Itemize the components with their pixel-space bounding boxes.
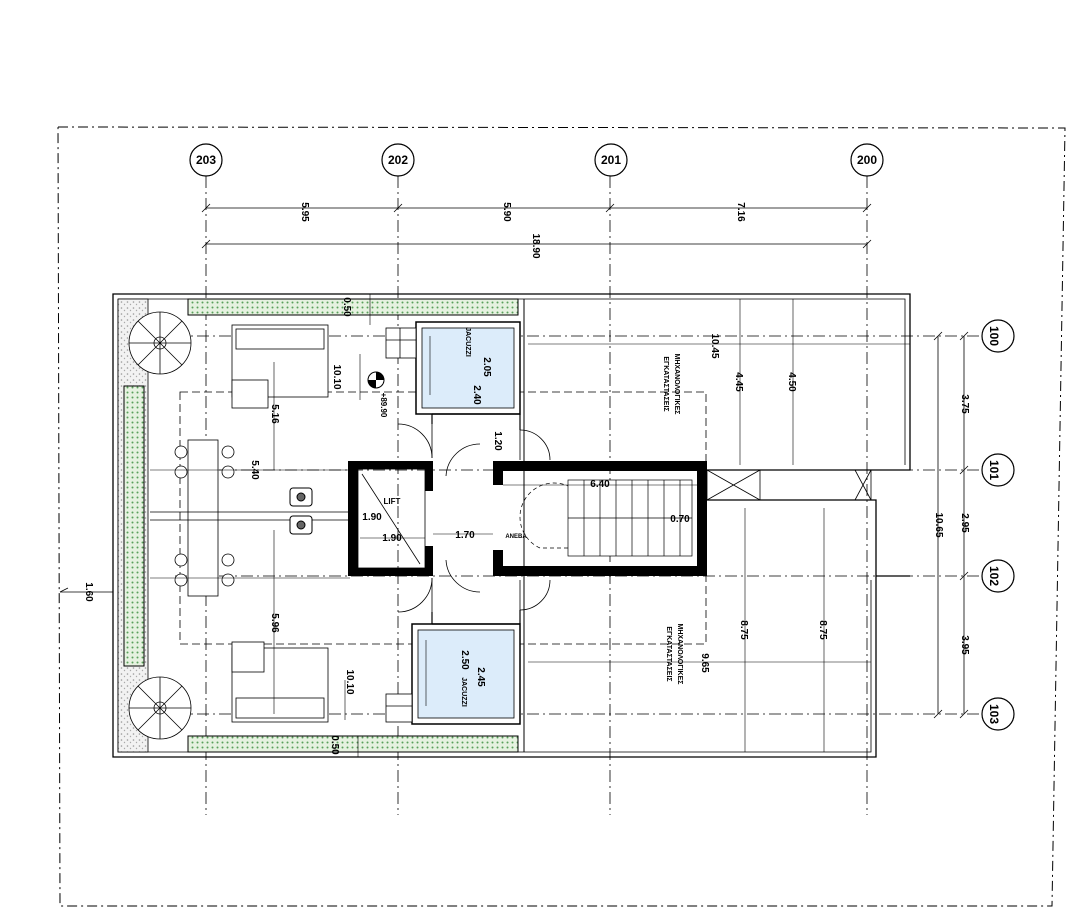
dim-875b: 8.75	[817, 620, 828, 640]
dining-table	[174, 439, 235, 597]
jacuzzi-bottom-label: JACUZZI	[460, 677, 467, 707]
dim-right-2: 2.95	[959, 513, 970, 533]
mech-top-line2: ΕΓΚΑΤΑΣΤΑΣΕΙΣ	[662, 356, 669, 411]
dim-left: 1.60	[83, 582, 94, 602]
dim-540: 5.40	[249, 460, 260, 480]
grid-bubble-201	[594, 143, 628, 177]
site-boundary	[57, 126, 1066, 907]
dim-top-2: 5.90	[501, 202, 512, 222]
dim-245: 2.45	[475, 667, 486, 687]
grid-label-201: 201	[601, 153, 621, 167]
spiral-stair-bottom	[128, 676, 192, 740]
corridor-walls	[431, 413, 521, 625]
grid-bubble-200	[850, 143, 884, 177]
sinks	[289, 487, 313, 535]
grid-label-202: 202	[388, 153, 408, 167]
grid-bubble-101	[981, 453, 1015, 487]
dim-965: 9.65	[699, 653, 710, 673]
mech-top-line1: ΜΗΧΑΝΟΛΟΓΙΚΕΣ	[673, 354, 680, 415]
grid-label-100: 100	[987, 326, 1001, 346]
dim-205: 2.05	[481, 357, 492, 377]
level-marker-icon	[367, 371, 385, 389]
dim-120: 1.20	[492, 431, 503, 451]
grid-label-102: 102	[987, 566, 1001, 586]
stair-flight	[567, 479, 693, 557]
jacuzzi-top-label: JACUZZI	[464, 327, 471, 357]
lift-shaft	[357, 468, 426, 569]
planter-left	[123, 385, 145, 667]
dim-170: 1.70	[455, 530, 475, 541]
grid-label-203: 203	[196, 153, 216, 167]
top-dimension-lines	[201, 203, 872, 249]
left-dimension	[59, 587, 113, 593]
dim-516: 5.16	[269, 404, 280, 424]
dim-875a: 8.75	[738, 620, 749, 640]
dim-right-total: 10.65	[933, 512, 944, 537]
level-label: +89.90	[379, 393, 388, 418]
dim-190b: 1.90	[382, 533, 402, 544]
grid-bubble-102	[981, 559, 1015, 593]
doors	[397, 423, 551, 613]
stair-arrow	[519, 482, 569, 549]
spiral-stair-top	[128, 311, 192, 375]
grid-bubble-202	[381, 143, 415, 177]
dim-190a: 1.90	[362, 512, 382, 523]
dim-right-1: 3.75	[959, 394, 970, 414]
mech-bot-line1: ΜΗΧΑΝΟΛΟΓΙΚΕΣ	[676, 624, 683, 685]
pergola-beams	[150, 511, 350, 521]
right-dimension-lines	[933, 331, 969, 719]
dim-050-bottom: 0.50	[329, 735, 340, 755]
grid-bubble-100	[981, 319, 1015, 353]
jacuzzi-bottom	[411, 623, 521, 725]
dim-445: 4.45	[733, 372, 744, 392]
interior-dimension-lines	[150, 293, 910, 757]
dim-450: 4.50	[786, 372, 797, 392]
aneba-label: ANEBA	[505, 534, 527, 540]
grid-bubble-203	[189, 143, 223, 177]
dim-top-1: 5.95	[299, 202, 310, 222]
grid-label-103: 103	[987, 704, 1001, 724]
grid-bubble-103	[981, 697, 1015, 731]
lift-label: LIFT	[384, 497, 401, 506]
jacuzzi-steps	[385, 327, 417, 723]
dim-240: 2.40	[471, 385, 482, 405]
dim-1045: 10.45	[709, 333, 720, 358]
dim-1010-top: 10.10	[331, 364, 342, 389]
bridge-element	[706, 469, 872, 501]
dim-640: 6.40	[590, 479, 610, 490]
dim-1010-bottom: 10.10	[344, 669, 355, 694]
lounger-top	[231, 324, 329, 409]
jacuzzi-top	[415, 321, 521, 415]
grid-label-200: 200	[857, 153, 877, 167]
dim-596: 5.96	[269, 613, 280, 633]
dim-250: 2.50	[459, 650, 470, 670]
core-walls	[348, 461, 707, 576]
dim-right-3: 3.95	[959, 635, 970, 655]
dim-top-3: 7.16	[735, 202, 746, 222]
dim-top-total: 18.90	[530, 233, 541, 258]
planter-top	[187, 298, 519, 316]
grid-label-101: 101	[987, 460, 1001, 480]
mech-bot-line2: ΕΓΚΑΤΑΣΤΑΣΕΙΣ	[665, 626, 672, 681]
planter-bottom	[187, 735, 519, 753]
grid-bubbles	[189, 143, 1015, 731]
dim-050-top: 0.50	[341, 297, 352, 317]
lounger-bottom	[231, 641, 329, 723]
dim-070: 0.70	[670, 514, 690, 525]
